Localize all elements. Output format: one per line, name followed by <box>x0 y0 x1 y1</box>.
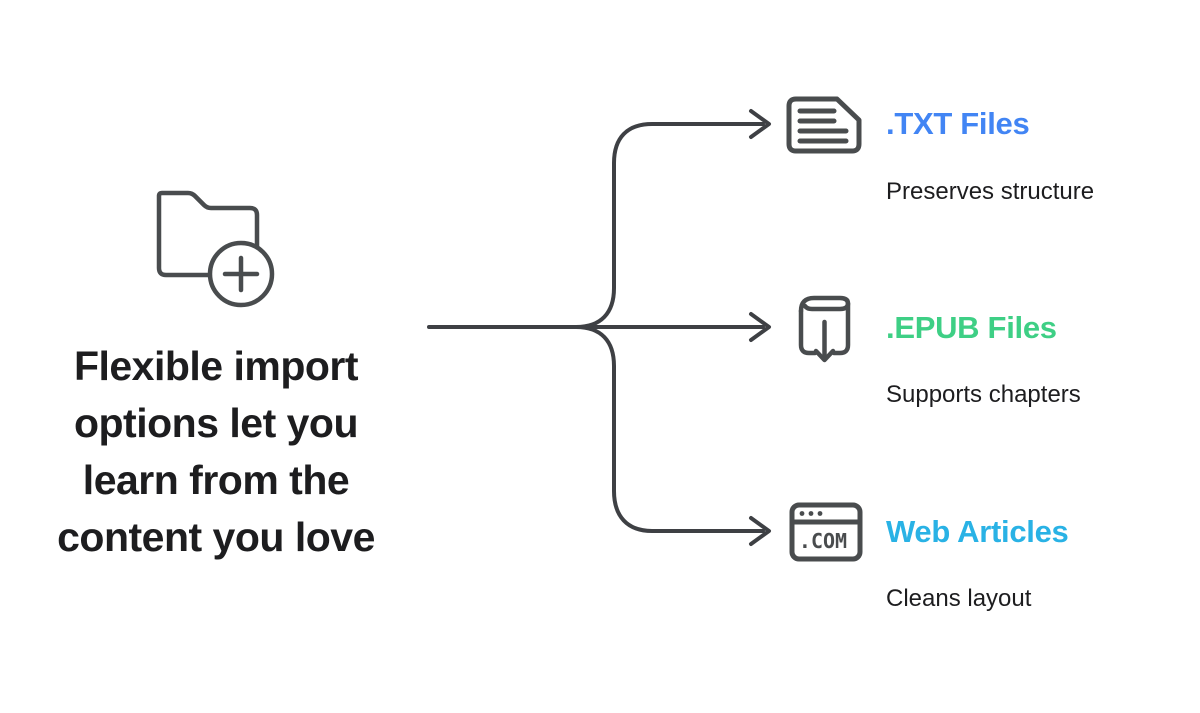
web-browser-com-icon: .COM <box>789 502 863 562</box>
folder-plus-icon <box>156 190 275 308</box>
item-subtitle-epub-files: Supports chapters <box>886 381 1081 408</box>
arrowhead-top-icon <box>749 109 771 139</box>
headline-line-1: Flexible import <box>73 343 359 389</box>
com-icon-label: .COM <box>799 529 847 553</box>
item-subtitle-txt-files: Preserves structure <box>886 178 1095 205</box>
item-title-txt-files: .TXT Files <box>886 106 1030 141</box>
epub-book-download-icon <box>798 295 851 363</box>
headline-line-4: content you love <box>57 514 375 560</box>
connector-lines <box>427 109 771 546</box>
headline: Flexible import options let you learn fr… <box>20 338 412 566</box>
item-title-epub-files: .EPUB Files <box>886 310 1057 345</box>
txt-document-icon <box>786 96 862 154</box>
branch-bottom-line <box>574 325 765 533</box>
branch-top-line <box>574 122 765 329</box>
item-title-web-articles: Web Articles <box>886 514 1069 549</box>
arrowhead-middle-icon <box>749 312 771 342</box>
headline-line-3: learn from the <box>82 457 350 503</box>
headline-line-2: options let you <box>73 400 359 446</box>
arrowhead-bottom-icon <box>749 516 771 546</box>
item-subtitle-web-articles: Cleans layout <box>886 585 1032 612</box>
